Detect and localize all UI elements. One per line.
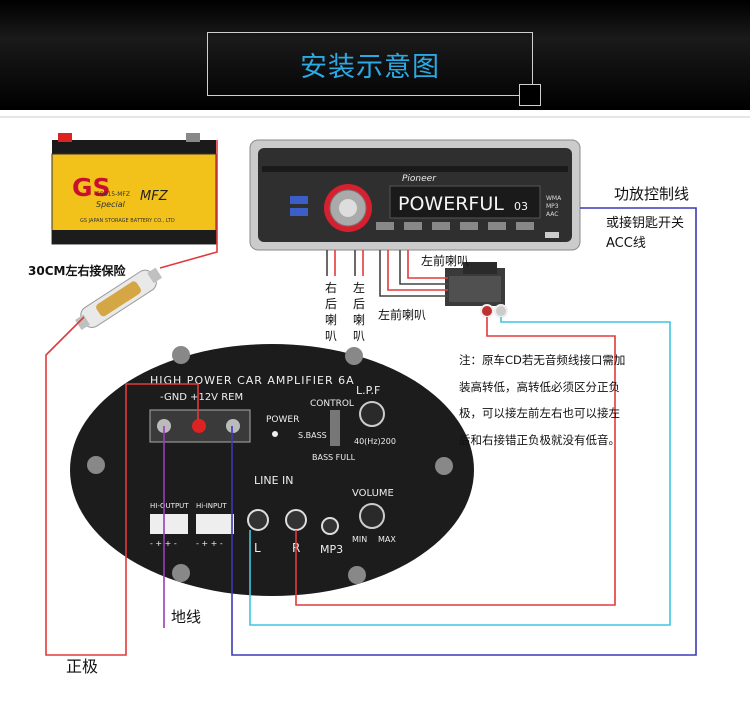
battery-badge: MFZ	[140, 189, 169, 204]
amp-min-label: MIN	[352, 535, 367, 544]
amp-control-title: 功放控制线	[614, 185, 690, 203]
wire-amp-plus12	[125, 383, 199, 600]
amp-hiinput-label: Hi-INPUT	[196, 502, 227, 510]
wire-left-front-a	[379, 250, 448, 297]
right-rear-label: 右后喇叭	[324, 281, 337, 343]
battery-special: Special	[96, 200, 126, 209]
amp-lpf-range: 40(Hz)200	[354, 437, 396, 446]
amp-bassfull-label: BASS FULL	[312, 453, 356, 462]
left-front-label-2: 左前喇叭	[378, 308, 427, 322]
wire-left-front-b	[387, 250, 448, 291]
wire-rem	[231, 207, 697, 656]
amp-sbass-label: S.BASS	[298, 431, 327, 440]
page-title: 安装示意图	[300, 51, 440, 83]
head-unit-display-num: 03	[514, 200, 528, 213]
header-divider	[0, 116, 750, 118]
amp-mp3-label: MP3	[320, 543, 343, 556]
amp-lpf-label: L.P.F	[356, 384, 380, 397]
amp-control-label: CONTROL	[310, 399, 354, 409]
wire-left-front-c	[399, 250, 448, 285]
wire-battery-positive	[159, 140, 218, 269]
wire-left-front-d	[407, 250, 448, 279]
amp-pins-right: - + + -	[196, 539, 223, 548]
install-note: 注：原车CD若无音频线接口需加装高转低，高转低必须区分正负极，可以接左前左右也可…	[459, 353, 626, 447]
head-unit: POWERFUL 03 Pioneer WMA MP3 AAC	[249, 139, 581, 251]
amp-l-label: L	[254, 541, 261, 555]
wires	[45, 140, 697, 656]
wire-fuse-amp	[45, 316, 127, 656]
amplifier: HIGH POWER CAR AMPLIFIER 6A -GND +12V RE…	[70, 344, 474, 596]
amp-hioutput-label: HI-OUTPUT	[150, 502, 189, 510]
ground-label: 地线	[171, 608, 202, 626]
battery: GS MFZ Special 55415-MFZ GS JAPAN STORAG…	[51, 133, 217, 245]
fuse-holder	[75, 267, 163, 331]
amp-power-label: POWER	[266, 415, 299, 425]
wire-rca-left	[249, 317, 671, 626]
amp-linein-label: LINE IN	[254, 474, 294, 487]
positive-label: 正极	[66, 657, 99, 676]
banner-corner-box	[519, 84, 541, 106]
head-unit-label-mp3: MP3	[546, 203, 559, 210]
head-unit-display: POWERFUL	[398, 193, 504, 215]
amp-max-label: MAX	[378, 535, 396, 544]
acc-line-2: ACC线	[606, 236, 646, 251]
left-rear-label: 左后喇叭	[352, 281, 365, 343]
header-banner: 安装示意图	[0, 0, 750, 110]
head-unit-label-aac: AAC	[546, 211, 558, 218]
battery-model: 55415-MFZ	[96, 191, 130, 198]
amp-title: HIGH POWER CAR AMPLIFIER 6A	[150, 374, 355, 387]
head-unit-brand: Pioneer	[402, 174, 437, 184]
wire-rca-right	[295, 317, 616, 606]
acc-line-1: 或接钥匙开关	[606, 216, 685, 231]
hi-low-converter	[445, 262, 508, 318]
left-front-label-1: 左前喇叭	[421, 254, 470, 268]
head-unit-label-wma: WMA	[546, 195, 562, 202]
battery-brand: GS	[72, 173, 111, 202]
banner-title-frame: 安装示意图	[207, 32, 533, 96]
amp-volume-label: VOLUME	[352, 488, 394, 499]
amp-terminals-label: -GND +12V REM	[160, 392, 243, 403]
battery-maker: GS JAPAN STORAGE BATTERY CO., LTD	[80, 218, 175, 224]
fuse-label: 30CM左右接保险	[28, 264, 126, 278]
